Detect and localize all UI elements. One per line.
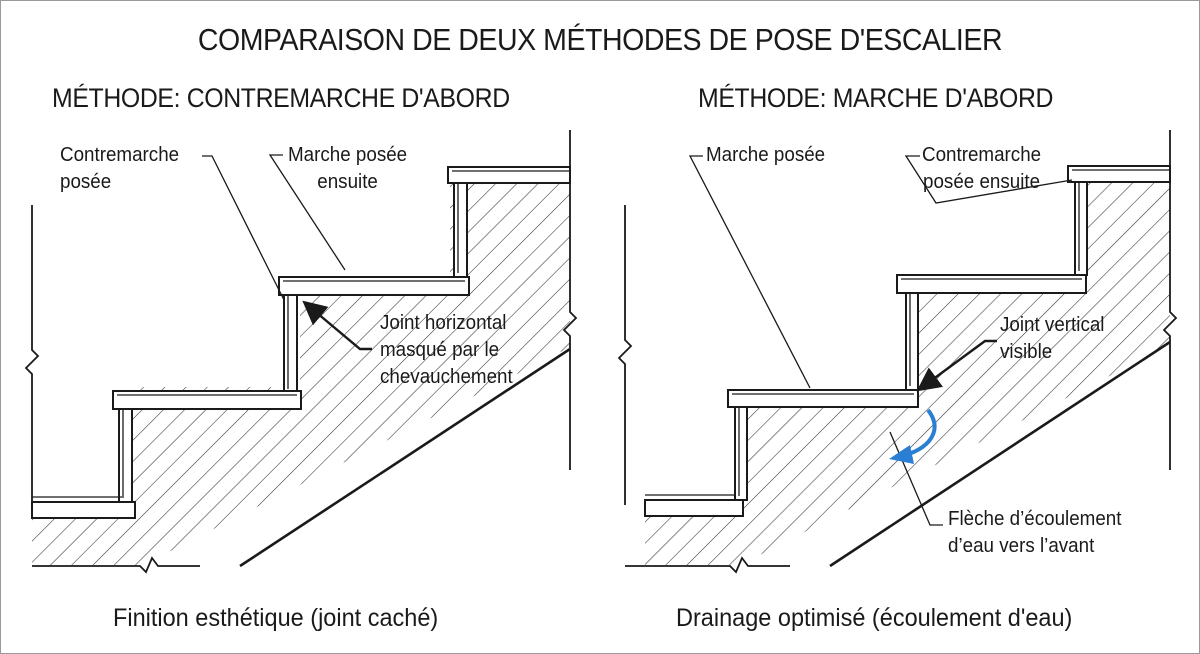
right-back-wall-break [1162,130,1178,470]
right-caption: Drainage optimisé (écoulement d'eau) [676,604,1073,632]
right-joint-label: Joint vertical visible [1000,314,1105,363]
right-tread-label: Marche posée [706,144,826,166]
right-riser-3 [1074,181,1088,276]
left-landing-slab [31,501,136,519]
left-back-wall-break [562,130,578,470]
right-riser-label: Contremarche posée ensuite [922,144,1042,193]
right-floor-break [625,556,790,574]
right-wall-break [617,205,633,505]
right-tread-2 [896,274,1087,294]
left-riser-label: Contremarche posée [60,144,180,193]
right-stair-section [617,130,1178,574]
right-flow-label: Flèche d’écoulement d’eau vers l’avant [948,508,1122,557]
right-stringer-hatch [645,175,1170,565]
right-method-heading: MÉTHODE: MARCHE D'ABORD [698,83,1054,113]
left-tread-1 [112,390,302,410]
left-tread-label: Marche posée ensuite [288,144,408,193]
left-floor-break [32,556,200,574]
right-flow-leader [889,431,943,526]
right-stringer-edge [829,340,1171,568]
left-stringer-edge [239,347,571,568]
left-stringer-hatch [32,175,570,565]
left-riser-1 [118,405,133,503]
water-flow-arrow [889,408,937,464]
right-riser-2 [905,292,919,391]
left-wall-break [24,205,40,502]
left-joint-arrow [302,300,372,351]
right-riser-leader [904,155,1073,204]
left-stair-section [24,130,578,574]
left-method-heading: MÉTHODE: CONTREMARCHE D'ABORD [52,83,510,113]
left-tread-3 [447,166,571,184]
left-riser-3 [453,180,468,278]
right-tread-3 [1067,165,1171,183]
right-landing-slab [644,499,744,517]
figure-title: COMPARAISON DE DEUX MÉTHODES DE POSE D'E… [197,22,1003,57]
left-riser-leader [202,155,285,301]
right-tread-leader [688,155,811,389]
right-riser-1 [734,406,748,501]
left-riser-2 [283,292,298,394]
left-joint-label: Joint horizontal masqué par le chevauche… [380,312,513,388]
left-tread-2 [278,276,470,296]
left-tread-leader [268,154,346,271]
right-tread-1 [727,389,919,408]
right-joint-arrow [916,339,997,392]
left-caption: Finition esthétique (joint caché) [113,604,439,632]
